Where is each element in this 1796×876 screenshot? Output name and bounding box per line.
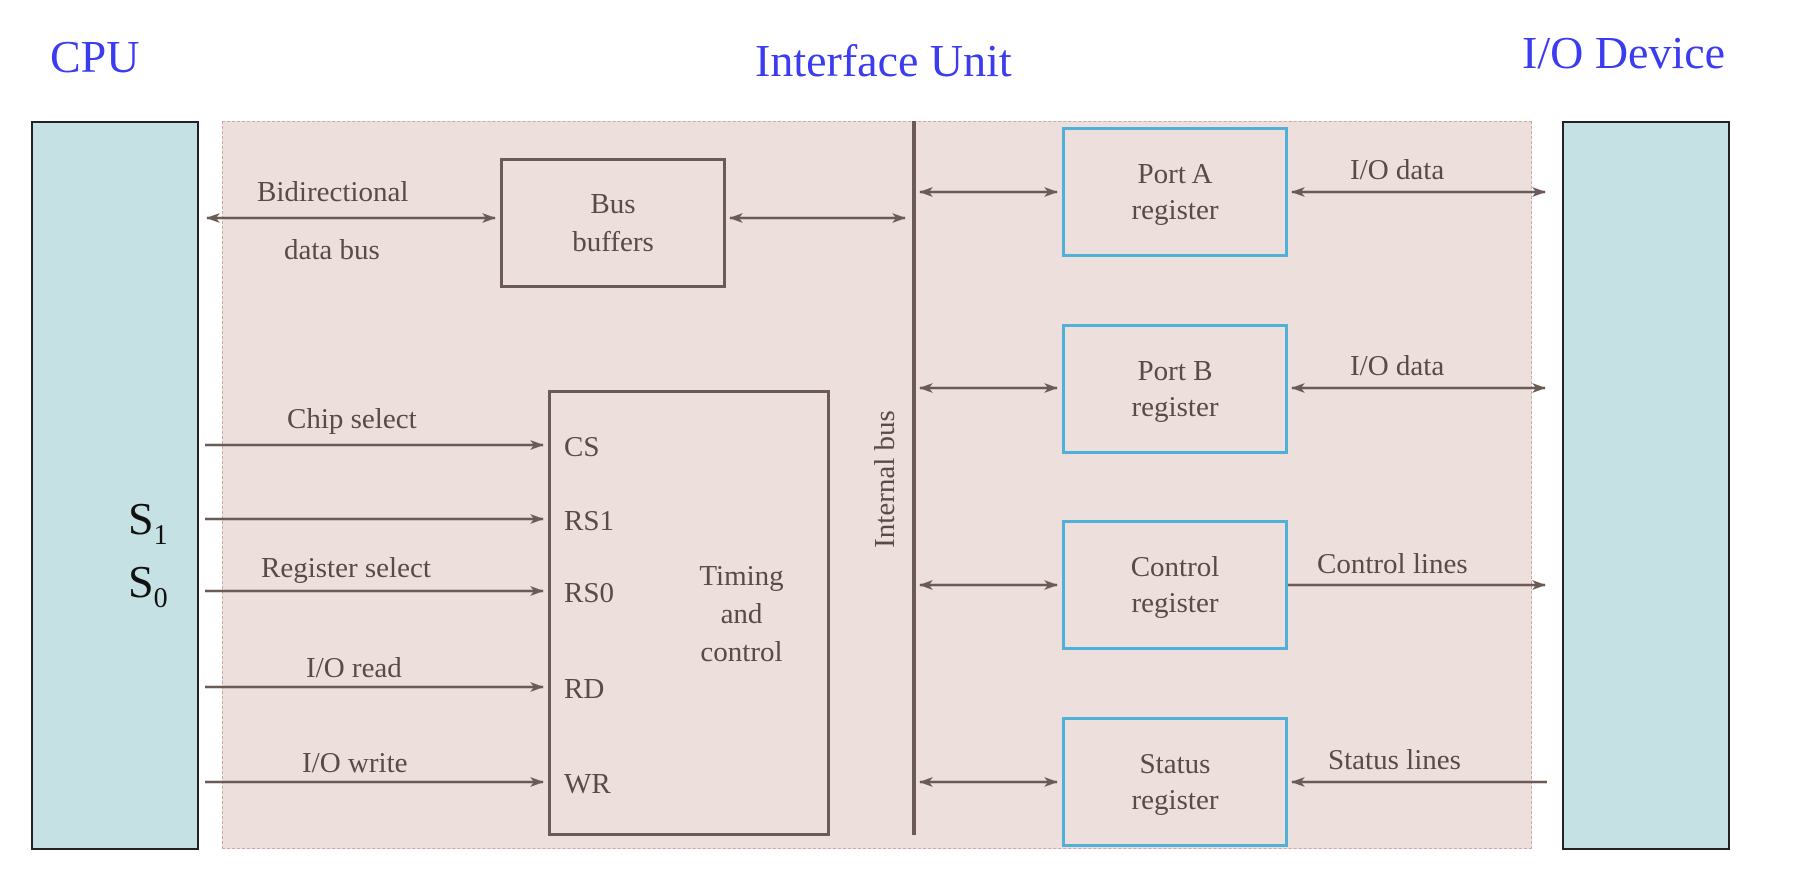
control-register: Control register xyxy=(1062,520,1288,650)
internal-bus-label: Internal bus xyxy=(869,410,901,548)
bidirectional-label: Bidirectional xyxy=(257,176,409,208)
status-lines-label: Status lines xyxy=(1328,744,1461,776)
bus-buffers-line2: buffers xyxy=(572,226,654,258)
port-a-line1: Port A xyxy=(1137,158,1213,190)
pin-wr: WR xyxy=(564,768,611,800)
and-label: and xyxy=(720,598,763,630)
port-b-io-data-label: I/O data xyxy=(1350,350,1445,382)
pin-cs: CS xyxy=(564,431,600,463)
bus-buffers-line1: Bus xyxy=(590,188,636,220)
status-reg-line1: Status xyxy=(1139,748,1211,780)
register-select-label: Register select xyxy=(261,552,431,584)
status-register: Status register xyxy=(1062,717,1288,847)
pin-rs1: RS1 xyxy=(564,505,614,537)
io-read-label: I/O read xyxy=(306,652,402,684)
timing-label: Timing xyxy=(699,560,784,592)
control-lines-label: Control lines xyxy=(1317,548,1468,580)
interface-unit-title: Interface Unit xyxy=(755,35,1012,86)
cpu-block xyxy=(31,121,199,850)
port-b-line1: Port B xyxy=(1137,355,1213,387)
control-reg-line2: register xyxy=(1131,587,1219,619)
bus-buffers-block: Bus buffers xyxy=(500,158,726,288)
port-b-register: Port B register xyxy=(1062,324,1288,454)
s1-label: S1 xyxy=(128,493,168,552)
timing-control-block: CS RS1 RS0 RD WR Timing and control xyxy=(548,390,830,836)
io-device-block xyxy=(1562,121,1730,850)
control-reg-line1: Control xyxy=(1130,551,1220,583)
s0-label: S0 xyxy=(128,556,168,615)
port-a-register: Port A register xyxy=(1062,127,1288,257)
pin-rs0: RS0 xyxy=(564,577,614,609)
port-a-io-data-label: I/O data xyxy=(1350,154,1445,186)
control-label: control xyxy=(700,636,783,668)
io-write-label: I/O write xyxy=(302,747,408,779)
status-reg-line2: register xyxy=(1131,784,1219,816)
port-a-line2: register xyxy=(1131,194,1219,226)
io-device-title: I/O Device xyxy=(1522,27,1726,78)
pin-rd: RD xyxy=(564,673,605,705)
chip-select-label: Chip select xyxy=(287,403,417,435)
cpu-title: CPU xyxy=(50,31,140,82)
data-bus-label: data bus xyxy=(284,234,380,266)
port-b-line2: register xyxy=(1131,391,1219,423)
interface-unit-panel xyxy=(222,121,1532,849)
